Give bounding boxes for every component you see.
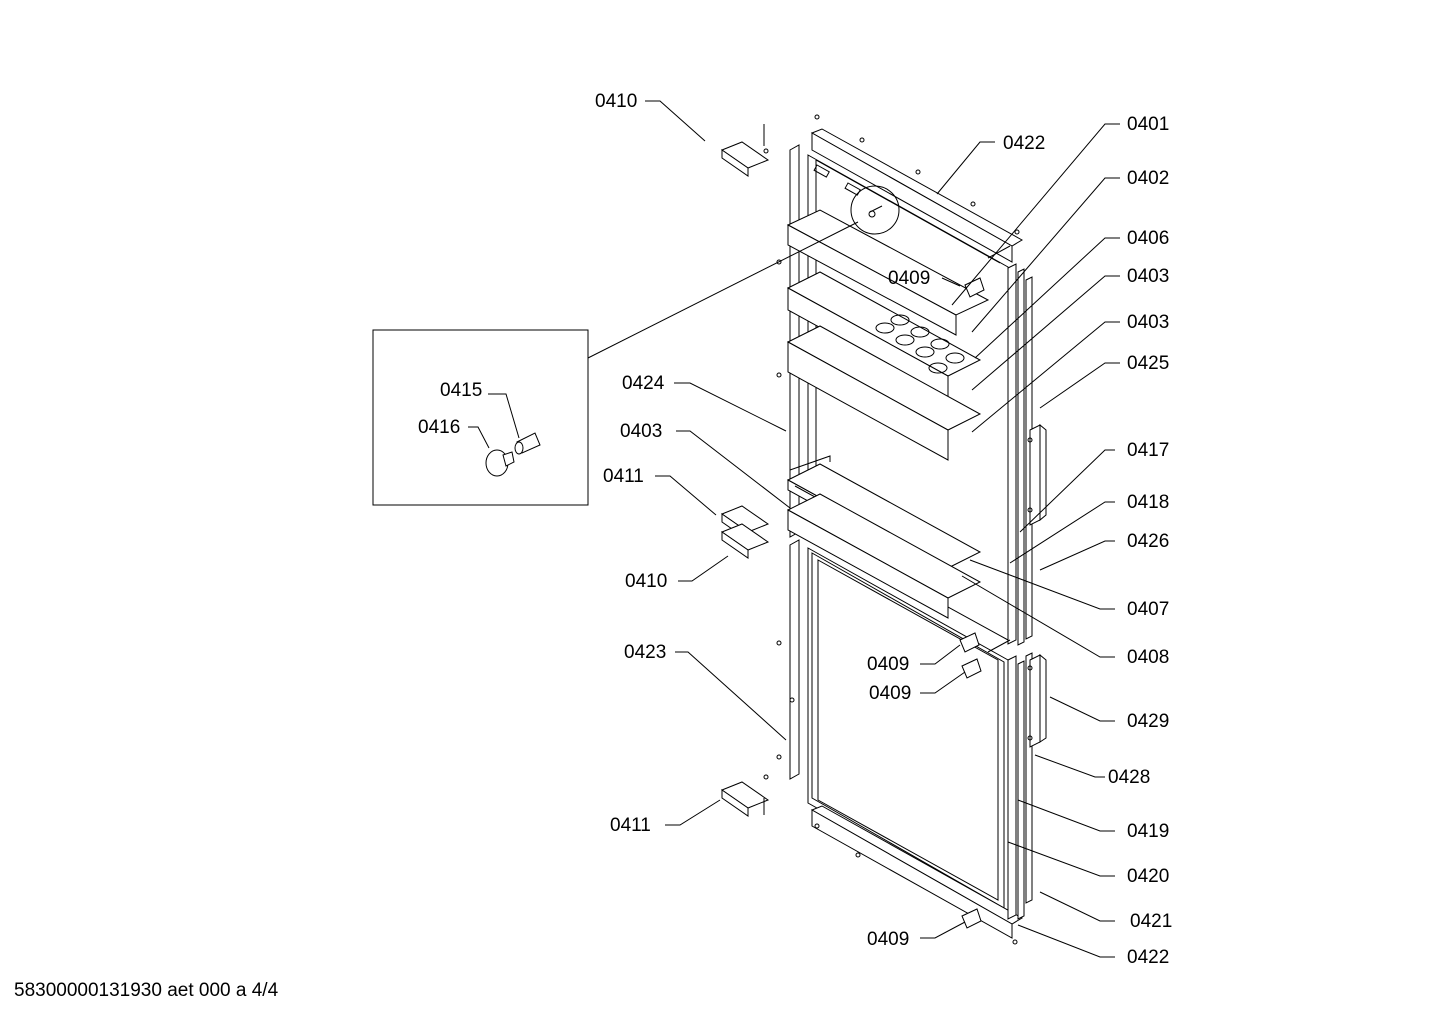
bottom-frame-strip	[810, 805, 1023, 945]
callout-label: 0411	[603, 466, 644, 487]
right-vertical-strips	[987, 245, 1033, 920]
hinge-bottom	[720, 774, 770, 817]
callout-label: 0409	[869, 683, 911, 704]
callout-label: 0411	[610, 815, 651, 836]
callout-label: 0422	[1127, 947, 1169, 968]
callout-label: 0408	[1127, 647, 1169, 668]
door-shelf-bottom	[786, 493, 982, 619]
callout-label: 0409	[888, 268, 930, 289]
callout-label: 0417	[1127, 440, 1169, 461]
callout-label: 0418	[1127, 492, 1169, 513]
hinge-middle-lower	[720, 523, 770, 559]
callout-labels: 0410 0422 0401 0402 0406 0403 0403 0425 …	[418, 91, 1172, 968]
door-assembly-drawing	[372, 114, 1047, 945]
callout-label: 0409	[867, 654, 909, 675]
door-shelf-top	[786, 185, 990, 336]
callout-label: 0403	[1127, 266, 1169, 287]
callout-label: 0422	[1003, 133, 1045, 154]
callout-label: 0407	[1127, 599, 1169, 620]
callout-label: 0429	[1127, 711, 1169, 732]
callout-label: 0409	[867, 929, 909, 950]
document-id-footer: 58300000131930 aet 000 a 4/4	[14, 980, 279, 1001]
clips-0409	[959, 277, 985, 929]
callout-label: 0402	[1127, 168, 1169, 189]
left-strip-lower	[776, 539, 800, 780]
top-frame-strip	[810, 114, 1023, 263]
hinge-top	[720, 124, 770, 177]
door-shelf-egg-tray	[786, 271, 982, 399]
callout-label: 0420	[1127, 866, 1169, 887]
callout-label: 0416	[418, 417, 460, 438]
leader-lines	[468, 100, 1120, 958]
callout-label: 0424	[622, 373, 665, 394]
callout-label: 0406	[1127, 228, 1169, 249]
callout-label: 0403	[1127, 312, 1169, 333]
callout-label: 0401	[1127, 114, 1169, 135]
callout-label: 0421	[1130, 911, 1172, 932]
callout-label: 0415	[440, 380, 482, 401]
callout-label: 0419	[1127, 821, 1169, 842]
callout-label: 0403	[620, 421, 662, 442]
callout-label: 0423	[624, 642, 666, 663]
handle-upper	[1027, 423, 1047, 526]
callout-label: 0425	[1127, 353, 1169, 374]
handle-lower	[1027, 653, 1047, 748]
detail-inset-box	[372, 221, 859, 506]
callout-label: 0428	[1108, 767, 1150, 788]
callout-label: 0410	[625, 571, 667, 592]
callout-label: 0426	[1127, 531, 1169, 552]
door-shelf-3	[786, 325, 982, 461]
callout-label: 0410	[595, 91, 637, 112]
